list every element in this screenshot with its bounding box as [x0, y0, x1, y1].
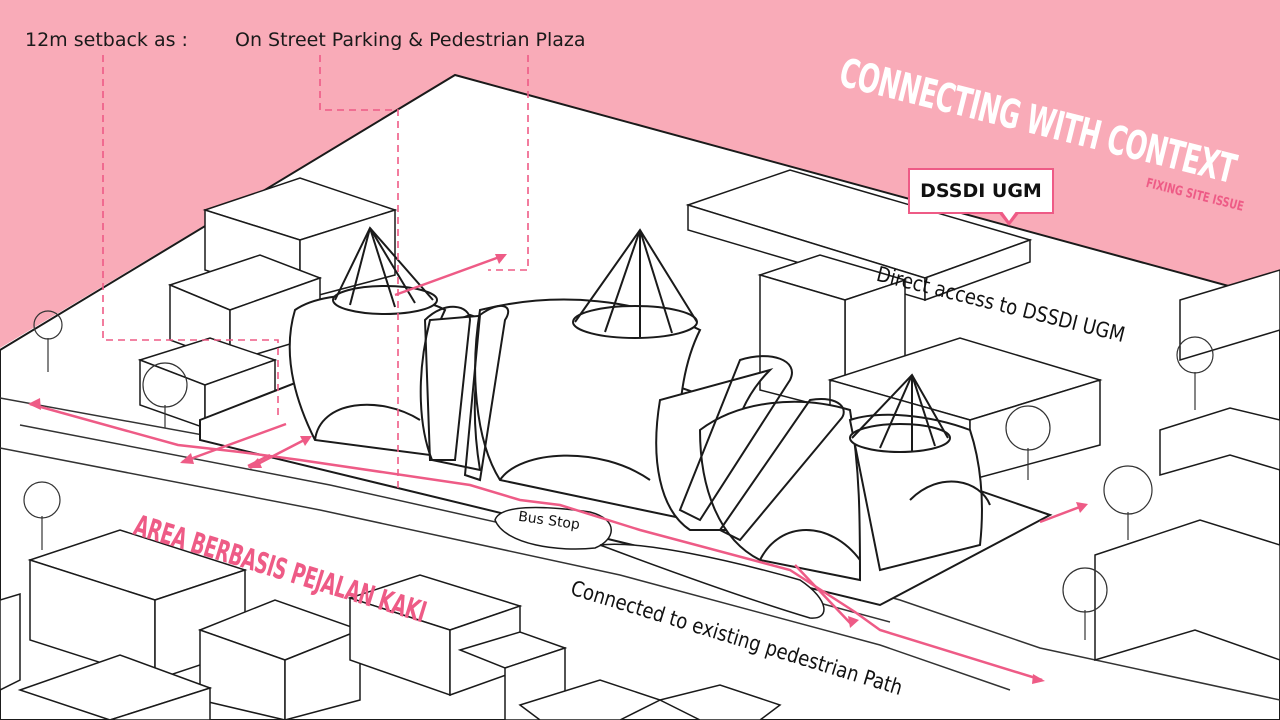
membrane-structure	[288, 285, 991, 582]
tensile-cones	[334, 226, 949, 452]
dssdi-callout: DSSDI UGM	[908, 168, 1054, 214]
dashed-guides	[102, 55, 529, 490]
setback-label: 12m setback as :	[25, 29, 188, 51]
context-buildings-front	[0, 529, 782, 720]
bus-stop-shelter	[494, 506, 825, 619]
arrow-heads	[28, 254, 1088, 684]
callout-pointer	[998, 210, 1020, 226]
uses-label: On Street Parking & Pedestrian Plaza	[235, 29, 586, 51]
pink-background	[0, 0, 1280, 348]
trees	[23, 310, 1214, 640]
